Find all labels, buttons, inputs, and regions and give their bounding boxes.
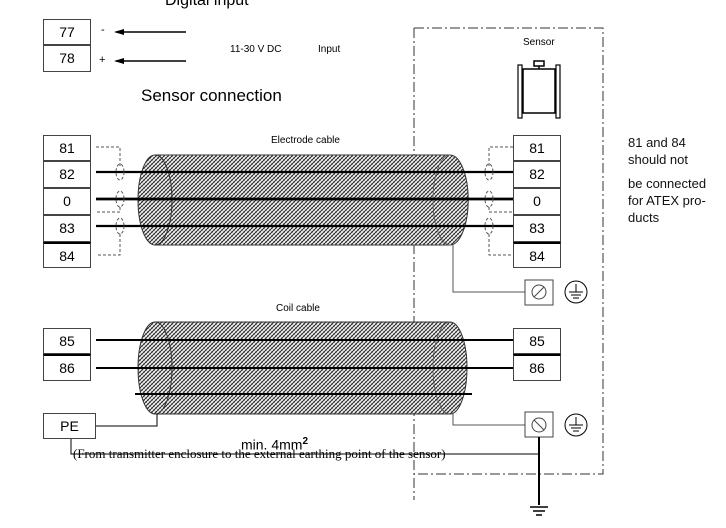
electrode-cable-label: Electrode cable (271, 135, 340, 146)
digital-input-title: Digital input (165, 0, 249, 9)
atex-note: 81 and 84 should not be connected for AT… (628, 134, 706, 226)
sensor-boundary (414, 27, 604, 475)
atex-note-line: be connected (628, 176, 707, 191)
pe-wire (70, 439, 539, 455)
pe-wire-size-value: min. 4mm (241, 436, 303, 453)
polarity-plus: + (99, 54, 106, 66)
left-terminal-81: 81 (43, 135, 91, 161)
left-terminal-85: 85 (43, 328, 91, 354)
pe-wire-size: min. 4mm2 (241, 436, 308, 453)
right-terminal-86: 86 (513, 354, 561, 381)
left-terminal-82: 82 (43, 161, 91, 188)
right-terminal-0: 0 (513, 188, 561, 215)
right-terminal-84: 84 (513, 242, 561, 268)
input-label: Input (318, 44, 341, 55)
right-terminal-81: 81 (513, 135, 561, 161)
pe-wire-size-exponent: 2 (302, 436, 309, 447)
voltage-label: 11-30 V DC (230, 44, 282, 55)
ground-icon (530, 506, 548, 516)
left-terminal-0: 0 (43, 188, 91, 215)
electrode-cable (96, 146, 525, 293)
electrode-earth-terminal (524, 279, 554, 306)
left-terminal-83: 83 (43, 215, 91, 242)
atex-note-line: ducts (628, 210, 660, 225)
coil-cable-label: Coil cable (276, 303, 320, 314)
sensor-icon (517, 60, 561, 119)
pe-terminal: PE (43, 413, 96, 439)
polarity-minus: - (101, 24, 105, 36)
coil-earth-terminal (524, 411, 554, 438)
terminal-78: 78 (43, 45, 91, 72)
sensor-label: Sensor (523, 37, 555, 48)
coil-cable (96, 321, 525, 427)
atex-note-line: for ATEX pro- (628, 193, 706, 208)
sensor-connection-title: Sensor connection (141, 86, 282, 105)
earth-symbol-icon (564, 413, 588, 437)
atex-note-line: should not (628, 152, 688, 167)
right-terminal-82: 82 (513, 161, 561, 188)
digital-input-arrows (114, 29, 186, 64)
pe-note: (From transmitter enclosure to the exter… (73, 446, 446, 461)
earth-symbol-icon (564, 280, 588, 304)
right-terminal-83: 83 (513, 215, 561, 242)
right-terminal-85: 85 (513, 328, 561, 354)
left-terminal-84: 84 (43, 242, 91, 268)
atex-note-line: 81 and 84 (628, 135, 686, 150)
terminal-77: 77 (43, 19, 91, 45)
left-terminal-86: 86 (43, 354, 91, 381)
